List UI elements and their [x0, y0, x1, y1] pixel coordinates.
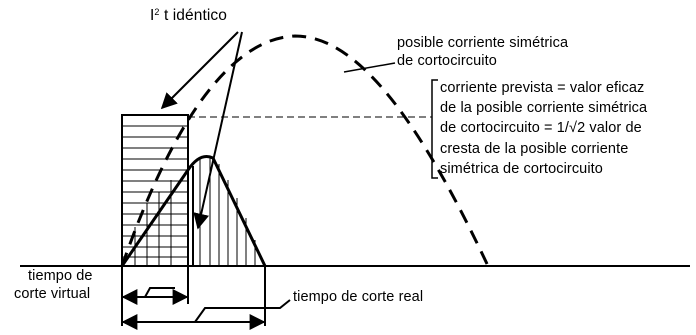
i2t-arrow-to-rectangle: [160, 31, 239, 110]
i2t-arrow-to-let-through: [193, 31, 243, 230]
prospective-current-curve: [120, 34, 490, 267]
i2t-exponent: 2: [154, 7, 160, 17]
real-cutoff-label: tiempo de corte real: [293, 289, 424, 305]
prevista-line-1: corriente prevista = valor eficaz: [440, 80, 645, 96]
prevista-line-2: de la posible corriente simétrica: [440, 100, 648, 116]
i2t-symbol: I: [150, 7, 155, 24]
prevista-line-4: cresta de la posible corriente: [440, 141, 629, 157]
curve-label-leader: [343, 62, 396, 73]
prospective-current-label-line1: posible corriente simétrica: [397, 35, 569, 51]
i2t-text: t idéntico: [159, 7, 227, 24]
prevista-line-3: de cortocircuito = 1/√2 valor de: [440, 120, 642, 136]
prevista-line-5: simétrica de cortocircuito: [440, 161, 603, 177]
virtual-cutoff-label-line1: tiempo de: [28, 268, 93, 284]
i2t-identical-label: I2 t idéntico: [150, 6, 227, 25]
prospective-current-label-line2: de cortocircuito: [397, 53, 497, 69]
real-cutoff-time-dimension: [121, 266, 291, 330]
virtual-cutoff-label-line2: corte virtual: [14, 286, 91, 302]
virtual-cutoff-time-dimension: [121, 266, 189, 326]
prevista-bracket: [431, 79, 438, 179]
